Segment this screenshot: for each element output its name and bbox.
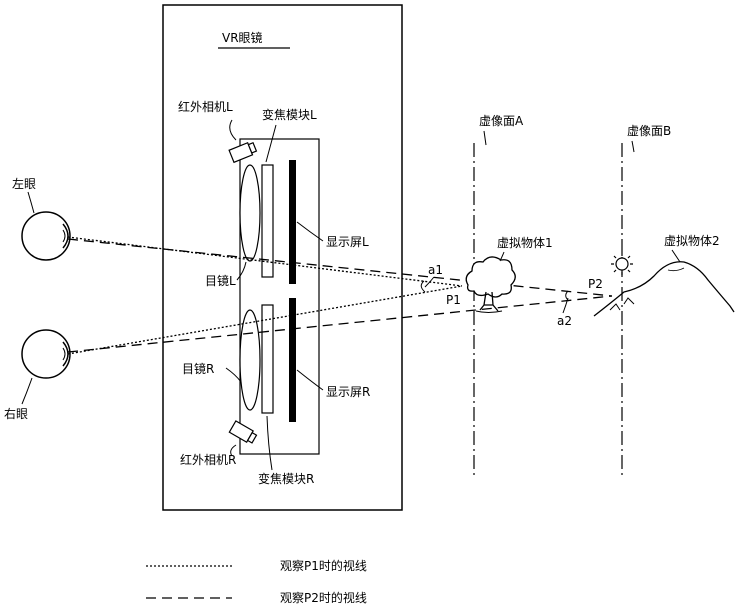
legend-p2-label: 观察P2时的视线 bbox=[280, 590, 367, 605]
right-eye-label: 右眼 bbox=[4, 406, 28, 421]
ir-camera-r-icon bbox=[228, 420, 258, 444]
angle-a2-arc bbox=[565, 290, 570, 302]
angle-a2-leader bbox=[562, 297, 569, 314]
display-l bbox=[289, 160, 296, 284]
p1-label: P1 bbox=[446, 293, 461, 307]
eyepiece-r-label: 目镜R bbox=[182, 361, 214, 376]
p2-label: P2 bbox=[588, 277, 603, 291]
zoom-module-l-leader bbox=[265, 124, 277, 163]
zoom-module-r-leader bbox=[266, 415, 273, 471]
sight-line-p1-right bbox=[67, 285, 463, 355]
display-l-leader bbox=[296, 221, 324, 242]
angle-a2-label: a2 bbox=[557, 314, 572, 328]
ir-camera-l-label: 红外相机L bbox=[178, 99, 233, 114]
left-eye-label: 左眼 bbox=[12, 176, 36, 191]
sun-icon bbox=[611, 253, 633, 275]
display-l-label: 显示屏L bbox=[326, 235, 369, 249]
ir-camera-r-leader bbox=[230, 444, 237, 457]
angle-a1-arc bbox=[420, 280, 426, 293]
eyepiece-l-leader bbox=[236, 261, 247, 281]
virtual-plane-a-label: 虚像面A bbox=[479, 114, 524, 128]
zoom-module-l bbox=[261, 164, 274, 278]
right-eye-icon bbox=[21, 329, 71, 379]
legend-p1-label: 观察P1时的视线 bbox=[280, 558, 367, 573]
eyepiece-l bbox=[239, 164, 261, 262]
zoom-module-l-label: 变焦模块L bbox=[262, 107, 317, 122]
zoom-module-r-label: 变焦模块R bbox=[258, 471, 314, 486]
ir-camera-r-label: 红外相机R bbox=[180, 452, 236, 467]
ir-camera-l-leader bbox=[229, 119, 237, 141]
sight-line-p2-left bbox=[67, 238, 613, 297]
virtual-object-1-leader bbox=[499, 251, 505, 262]
virtual-plane-b-label: 虚像面B bbox=[627, 124, 671, 138]
zoom-module-r bbox=[261, 304, 274, 414]
virtual-object-2-label: 虚拟物体2 bbox=[664, 234, 720, 248]
sight-line-p2-right bbox=[67, 295, 613, 353]
virtual-object-1-label: 虚拟物体1 bbox=[497, 236, 553, 250]
display-r-label: 显示屏R bbox=[326, 385, 370, 399]
vr-glasses-housing bbox=[162, 4, 403, 511]
ir-camera-l-icon bbox=[228, 141, 258, 164]
virtual-plane-b-leader bbox=[631, 140, 635, 153]
virtual-object-1-tree-icon bbox=[465, 256, 516, 313]
left-eye-icon bbox=[21, 211, 71, 261]
virtual-plane-a-leader bbox=[483, 130, 487, 146]
eyepiece-r bbox=[239, 309, 261, 411]
optics-module-box bbox=[239, 138, 320, 455]
angle-a1-label: a1 bbox=[428, 263, 443, 277]
vr-glasses-title: VR眼镜 bbox=[222, 30, 263, 45]
eyepiece-l-label: 目镜L bbox=[205, 273, 236, 288]
right-eye-leader bbox=[21, 377, 33, 405]
virtual-object-2-leader bbox=[671, 249, 681, 263]
angle-a1-leader bbox=[424, 276, 435, 288]
display-r bbox=[289, 298, 296, 422]
left-eye-leader bbox=[27, 191, 35, 214]
display-r-leader bbox=[296, 369, 324, 391]
eyepiece-r-leader bbox=[225, 367, 242, 383]
virtual-object-2-mountain-icon bbox=[593, 261, 735, 317]
